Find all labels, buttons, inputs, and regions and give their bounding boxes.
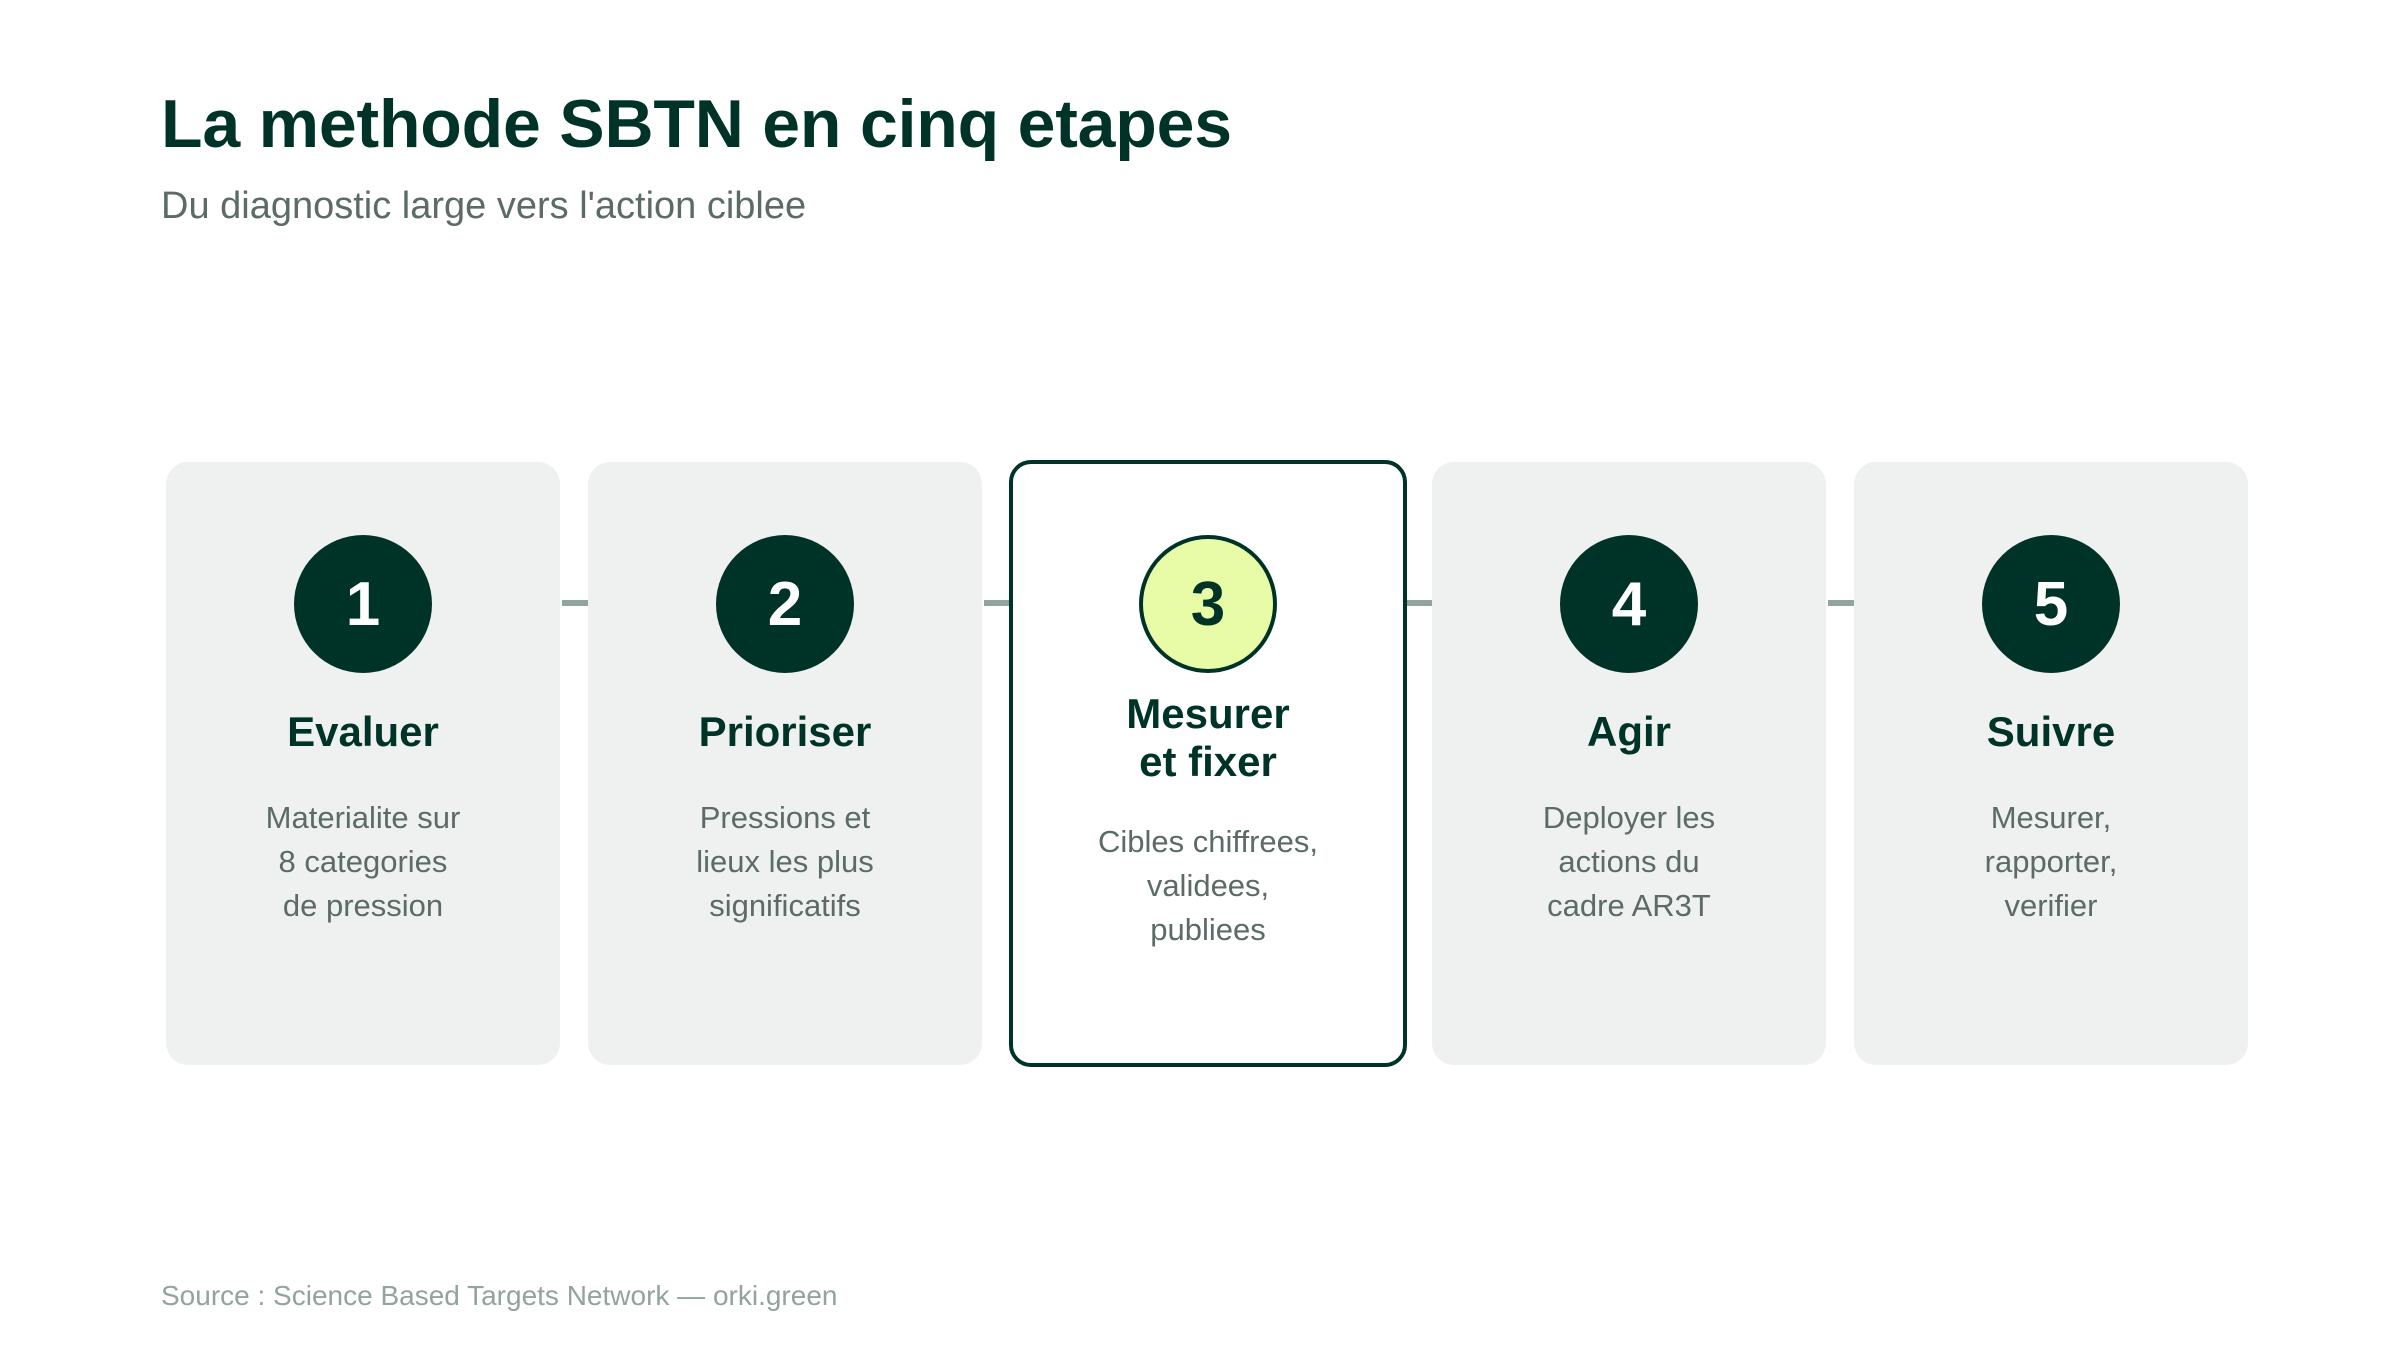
step-description: Cibles chiffrees, validees, publiees <box>1098 824 1318 947</box>
step-card-evaluer: 1 Evaluer Materialite sur 8 categories d… <box>166 462 560 1065</box>
step-card-agir: 4 Agir Deployer les actions du cadre AR3… <box>1432 462 1826 1065</box>
step-card-prioriser: 2 Prioriser Pressions et lieux les plus … <box>588 462 982 1065</box>
source-note: Source : Science Based Targets Network —… <box>161 1280 838 1311</box>
step-description: Pressions et lieux les plus significatif… <box>696 800 874 923</box>
step-connector <box>562 600 592 606</box>
step-connector <box>1828 600 1858 606</box>
step-title: Mesurer et fixer <box>1126 690 1290 785</box>
page-title: La methode SBTN en cinq etapes <box>161 86 1232 162</box>
step-connector <box>1406 600 1436 606</box>
step-connector <box>984 600 1014 606</box>
step-description: Mesurer, rapporter, verifier <box>1984 800 2118 923</box>
page-subtitle: Du diagnostic large vers l'action ciblee <box>161 185 807 227</box>
step-number-badge: 4 <box>1560 535 1698 673</box>
step-card-suivre: 5 Suivre Mesurer, rapporter, verifier <box>1854 462 2248 1065</box>
step-number-badge: 2 <box>716 535 854 673</box>
step-title: Suivre <box>1986 708 2116 755</box>
step-title: Prioriser <box>698 708 872 755</box>
step-description: Deployer les actions du cadre AR3T <box>1542 800 1716 923</box>
step-title: Agir <box>1587 708 1671 755</box>
step-card-mesurer-active: 3 Mesurer et fixer Cibles chiffrees, val… <box>1009 460 1407 1067</box>
step-number-badge: 5 <box>1982 535 2120 673</box>
step-title: Evaluer <box>287 708 439 755</box>
step-description: Materialite sur 8 categories de pression <box>265 800 461 923</box>
step-number-badge: 1 <box>294 535 432 673</box>
step-number-badge: 3 <box>1139 535 1277 673</box>
